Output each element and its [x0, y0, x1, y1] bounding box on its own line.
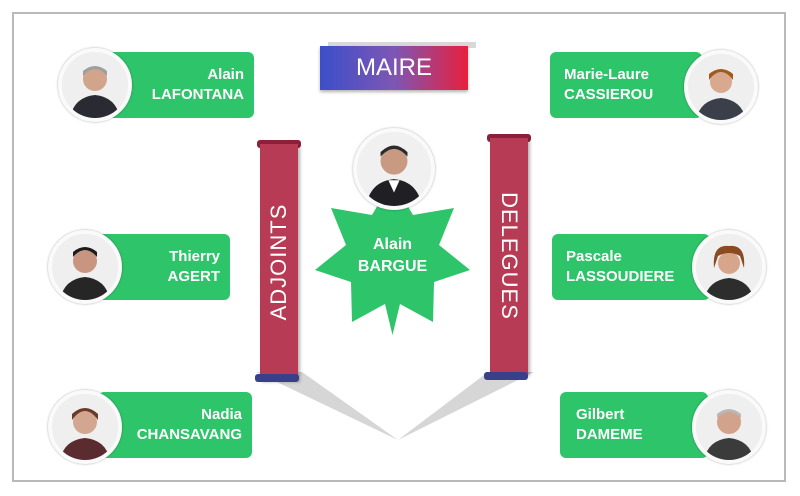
- person-portrait-icon: [62, 52, 128, 118]
- person-portrait-icon: [52, 234, 118, 300]
- delegue-photo-2: [692, 230, 766, 304]
- adjoint-card-3: Nadia CHANSAVANG: [98, 392, 252, 458]
- funnel-shape: [256, 372, 534, 440]
- person-portrait-icon: [696, 234, 762, 300]
- adjoint-photo-1: [58, 48, 132, 122]
- adjoint-photo-2: [48, 230, 122, 304]
- delegues-label: DELEGUES: [497, 192, 522, 320]
- delegue-last-name: LASSOUDIERE: [566, 268, 675, 285]
- delegue-last-name: DAMEME: [576, 426, 643, 443]
- delegues-scroll-bottom: [484, 372, 528, 380]
- adjoint-last-name: CHANSAVANG: [136, 426, 242, 443]
- mayor-photo: [353, 128, 435, 210]
- delegues-scroll: DELEGUES: [490, 138, 528, 374]
- adjoint-last-name: AGERT: [167, 268, 221, 285]
- adjoint-card-1: Alain LAFONTANA: [108, 52, 254, 118]
- person-portrait-icon: [357, 132, 431, 206]
- delegue-last-name: CASSIEROU: [564, 86, 654, 103]
- delegue-first-name: Marie-Laure: [564, 66, 650, 83]
- adjoint-photo-3: [48, 390, 122, 464]
- person-portrait-icon: [696, 394, 762, 460]
- person-portrait-icon: [52, 394, 118, 460]
- delegue-card-2: Pascale LASSOUDIERE: [552, 234, 710, 300]
- delegue-photo-1: [684, 50, 758, 124]
- adjoint-last-name: LAFONTANA: [151, 86, 244, 103]
- delegue-card-3: Gilbert DAMEME: [560, 392, 708, 458]
- mayor-first-name: Alain: [372, 236, 413, 253]
- adjoint-first-name: Thierry: [169, 248, 220, 265]
- adjoint-first-name: Alain: [207, 66, 244, 83]
- delegue-first-name: Pascale: [566, 248, 622, 265]
- person-portrait-icon: [688, 54, 754, 120]
- delegue-first-name: Gilbert: [576, 406, 625, 423]
- maire-banner: MAIRE: [320, 46, 468, 90]
- mayor-name: Alain BARGUE: [305, 234, 480, 278]
- delegue-photo-3: [692, 390, 766, 464]
- mayor-star-badge: [315, 180, 470, 335]
- adjoints-label: ADJOINTS: [266, 203, 291, 321]
- maire-banner-ribbon: [328, 42, 476, 48]
- mayor-last-name: BARGUE: [357, 258, 428, 275]
- adjoints-scroll: ADJOINTS: [260, 144, 298, 380]
- delegue-card-1: Marie-Laure CASSIEROU: [550, 52, 702, 118]
- adjoint-first-name: Nadia: [201, 406, 242, 423]
- adjoints-scroll-bottom: [255, 374, 299, 382]
